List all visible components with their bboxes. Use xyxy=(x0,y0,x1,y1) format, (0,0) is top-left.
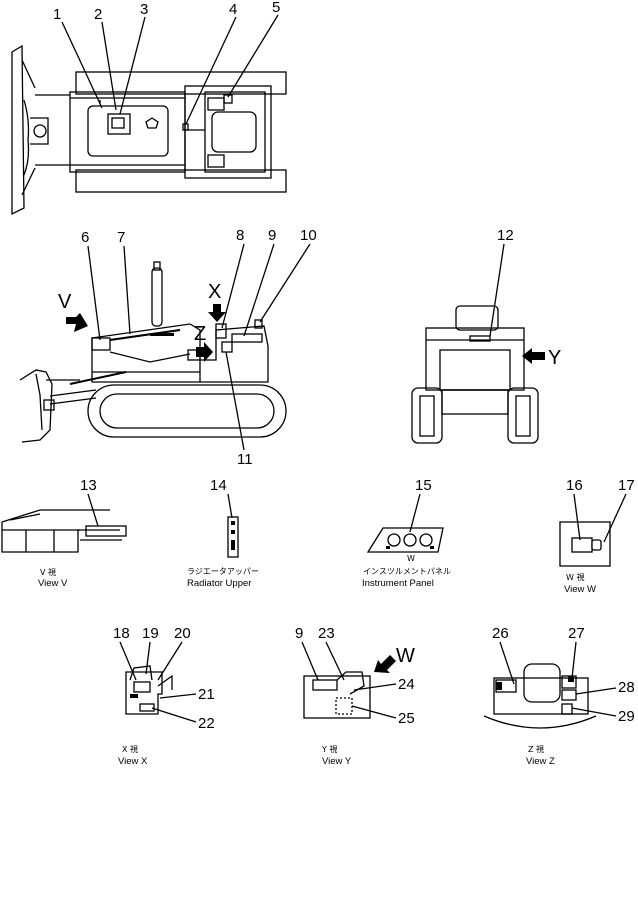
callout-12: 12 xyxy=(497,227,514,244)
plan-view xyxy=(11,44,287,216)
view-w: 16 17 W 視 View W xyxy=(559,477,635,595)
panel-caption: Instrument Panel xyxy=(362,578,434,589)
view-z: 26 27 28 29 Z 視 View Z xyxy=(483,625,635,767)
view-arrow-v-icon xyxy=(66,313,88,332)
view-arrow-x-icon xyxy=(208,304,226,322)
callout-8: 8 xyxy=(236,227,244,244)
view-arrow-z-icon xyxy=(196,342,213,362)
rear-view: Y 12 xyxy=(411,227,561,444)
callout-22: 22 xyxy=(198,715,215,732)
callout-26: 26 xyxy=(492,625,509,642)
view-z-caption-jp: Z 視 xyxy=(528,745,544,754)
view-arrow-w-icon xyxy=(374,655,396,673)
view-arrow-x-label: X xyxy=(208,281,221,303)
callout-16: 16 xyxy=(566,477,583,494)
callout-28: 28 xyxy=(618,679,635,696)
view-y-caption: View Y xyxy=(322,756,352,767)
view-w-caption-jp: W 視 xyxy=(566,573,584,582)
view-v: 13 V 視 View V xyxy=(1,477,127,589)
callout-23: 23 xyxy=(318,625,335,642)
callout-15: 15 xyxy=(415,477,432,494)
callout-6: 6 xyxy=(81,229,89,246)
view-arrow-z-label: Z xyxy=(194,323,206,345)
callout-1: 1 xyxy=(53,6,61,23)
view-x-caption: View X xyxy=(118,756,148,767)
callout-19: 19 xyxy=(142,625,159,642)
plan-callouts: 1 2 3 4 5 xyxy=(53,0,280,125)
view-arrow-v-label: V xyxy=(58,291,72,313)
callout-2: 2 xyxy=(94,6,102,23)
callout-29: 29 xyxy=(618,708,635,725)
view-v-caption-jp: V 視 xyxy=(40,568,56,577)
instrument-panel: 15 W インスツルメントパネル Instrument Panel xyxy=(362,477,451,589)
view-y: 9 23 24 25 W Y 視 View Y xyxy=(295,625,415,767)
view-x: 18 19 20 21 22 X 視 View X xyxy=(113,625,215,767)
side-view xyxy=(19,261,287,443)
callout-9b: 9 xyxy=(295,625,303,642)
view-v-caption: View V xyxy=(38,578,68,589)
view-w-caption: View W xyxy=(564,584,596,595)
callout-13: 13 xyxy=(80,477,97,494)
callout-5: 5 xyxy=(272,0,280,16)
callout-24: 24 xyxy=(398,676,415,693)
panel-caption-jp: インスツルメントパネル xyxy=(363,567,451,576)
callout-14: 14 xyxy=(210,477,227,494)
view-arrow-w-label: W xyxy=(396,645,415,667)
callout-9: 9 xyxy=(268,227,276,244)
callout-25: 25 xyxy=(398,710,415,727)
radiator-upper: 14 ラジエータアッパー Radiator Upper xyxy=(187,477,259,589)
callout-18: 18 xyxy=(113,625,130,642)
view-z-caption: View Z xyxy=(526,756,555,767)
panel-mark: W xyxy=(407,554,415,563)
callout-20: 20 xyxy=(174,625,191,642)
callout-27: 27 xyxy=(568,625,585,642)
callout-4: 4 xyxy=(229,1,237,18)
callout-10: 10 xyxy=(300,227,317,244)
side-view-arrows: V X Z xyxy=(58,281,226,362)
radiator-caption-jp: ラジエータアッパー xyxy=(187,567,259,576)
radiator-caption: Radiator Upper xyxy=(187,578,251,589)
callout-11: 11 xyxy=(237,451,253,468)
callout-17: 17 xyxy=(618,477,635,494)
view-arrow-y-icon xyxy=(522,348,545,364)
callout-7: 7 xyxy=(117,229,125,246)
callout-3: 3 xyxy=(140,1,148,18)
callout-21: 21 xyxy=(198,686,215,703)
view-x-caption-jp: X 視 xyxy=(122,745,138,754)
view-y-caption-jp: Y 視 xyxy=(321,745,337,754)
side-callouts: 6 7 8 9 10 11 xyxy=(81,227,317,468)
view-arrow-y-label: Y xyxy=(548,347,561,369)
